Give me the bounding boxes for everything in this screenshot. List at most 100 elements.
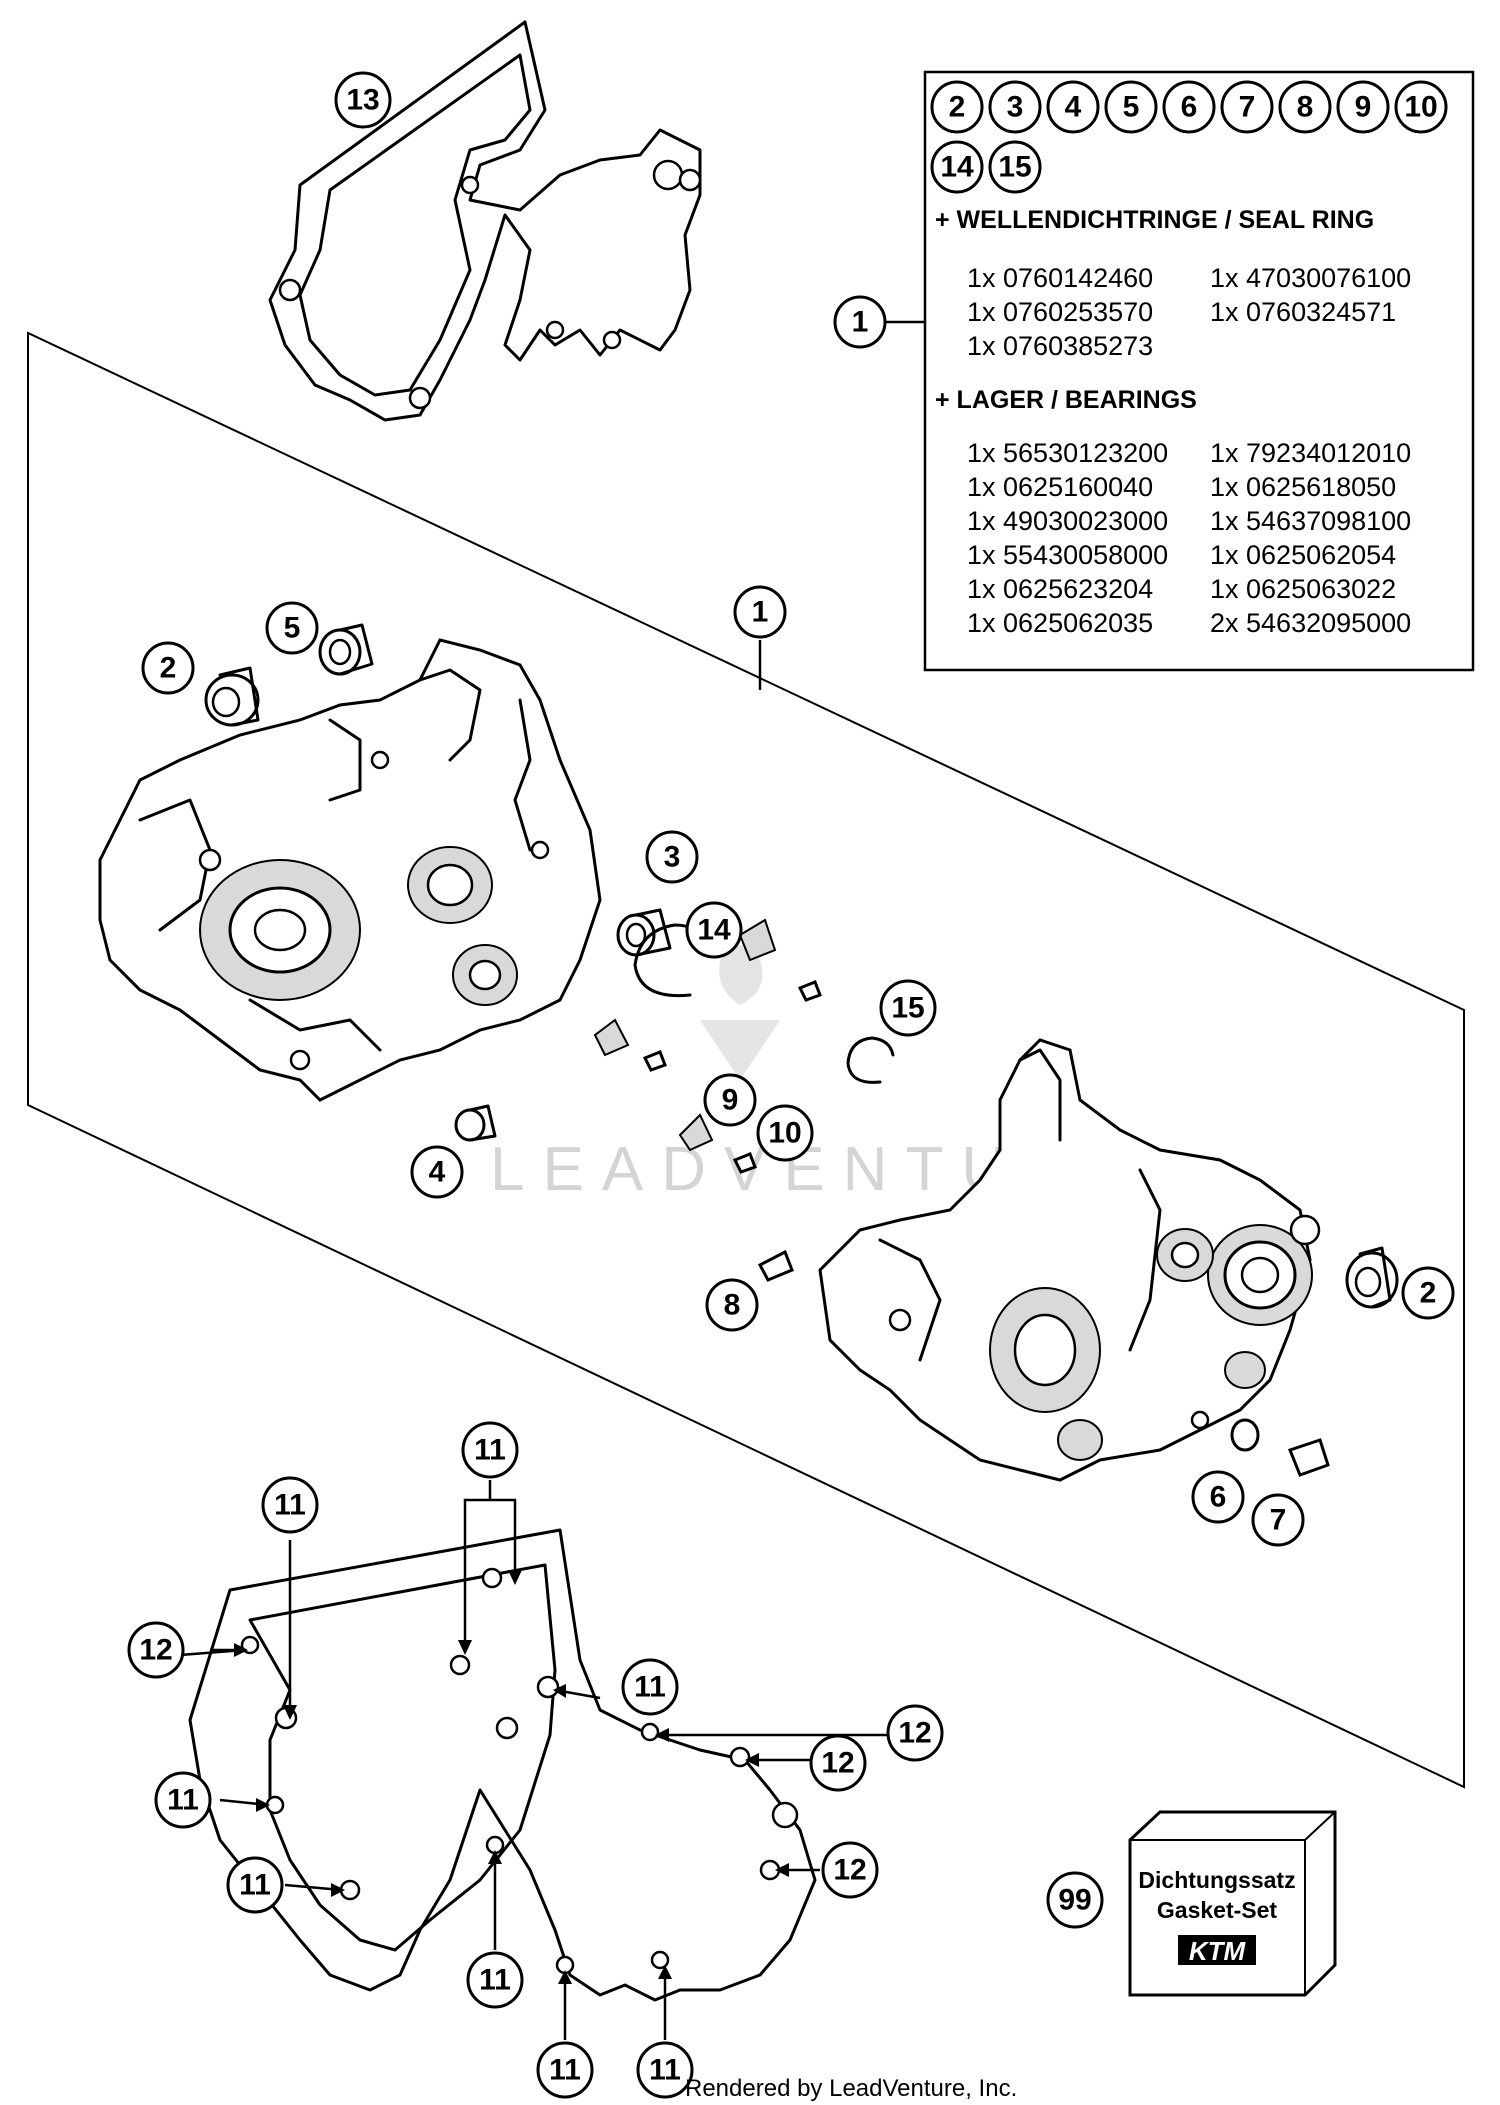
gasket-kit-line1: Dichtungssatz <box>1138 1867 1295 1893</box>
svg-text:1: 1 <box>852 306 869 339</box>
leader-lines <box>179 320 925 2040</box>
legend-item-14: 14 <box>930 140 984 194</box>
gasket-callout-11-left-mid: 11 <box>154 1771 212 1829</box>
seal-ring-header: + WELLENDICHTRINGE / SEAL RING <box>935 206 1374 234</box>
svg-text:14: 14 <box>697 914 731 947</box>
legend-item-6: 6 <box>1162 80 1216 134</box>
gasket-kit-box: Dichtungssatz Gasket-Set KTM <box>1128 1810 1337 1997</box>
legend-item-bubbles: 2 3 4 5 6 7 8 9 10 14 15 <box>930 80 1448 194</box>
callout-99: 99 <box>1046 1871 1104 1929</box>
svg-text:11: 11 <box>239 1869 271 1902</box>
legend-item-8: 8 <box>1278 80 1332 134</box>
svg-text:11: 11 <box>474 1434 506 1467</box>
seal-ring-part-number: 1x 0760253570 <box>967 297 1153 327</box>
svg-text:11: 11 <box>549 2054 581 2087</box>
screw-a <box>797 980 822 1002</box>
svg-text:9: 9 <box>722 1084 739 1117</box>
svg-text:2: 2 <box>949 91 966 124</box>
screw-10 <box>732 1152 757 1174</box>
bearing-part-number: 2x 54632095000 <box>1210 608 1411 638</box>
gasket-callout-12-right-low: 12 <box>821 1841 879 1899</box>
callout-8: 8 <box>705 1278 759 1332</box>
bearing-part-number: 1x 79234012010 <box>1210 438 1411 468</box>
svg-text:2: 2 <box>1420 1277 1437 1310</box>
seal-ring-part-number: 1x 0760385273 <box>967 331 1153 361</box>
legend-item-9: 9 <box>1336 80 1390 134</box>
gasket-callout-11-left-top: 11 <box>261 1476 319 1534</box>
svg-text:11: 11 <box>649 2054 681 2087</box>
bearing-part-number: 1x 55430058000 <box>967 540 1168 570</box>
svg-text:15: 15 <box>998 151 1031 184</box>
bearing-part-number: 1x 56530123200 <box>967 438 1168 468</box>
washer-6 <box>1230 1418 1260 1452</box>
svg-text:13: 13 <box>346 84 379 117</box>
gasket-callout-12-left-top: 12 <box>127 1621 185 1679</box>
legend-item-15: 15 <box>988 140 1042 194</box>
svg-text:7: 7 <box>1239 91 1256 124</box>
gasket-callout-11-center-low: 11 <box>466 1951 524 2009</box>
svg-text:5: 5 <box>1123 91 1140 124</box>
lock-plate-left <box>593 1018 630 1057</box>
svg-text:10: 10 <box>1404 91 1437 124</box>
svg-text:1: 1 <box>752 596 769 629</box>
gasket-callout-11-bottom-left: 11 <box>536 2041 594 2099</box>
svg-text:11: 11 <box>167 1784 199 1817</box>
legend-item-5: 5 <box>1104 80 1158 134</box>
svg-text:11: 11 <box>274 1489 306 1522</box>
legend-item-7: 7 <box>1220 80 1274 134</box>
svg-text:6: 6 <box>1181 91 1198 124</box>
svg-text:10: 10 <box>768 1117 801 1150</box>
callout-1-legend: 1 <box>833 295 887 349</box>
svg-text:14: 14 <box>940 151 974 184</box>
lock-plate-top <box>738 918 777 962</box>
svg-text:11: 11 <box>479 1964 511 1997</box>
callout-10: 10 <box>756 1104 814 1162</box>
bearing-part-number: 1x 49030023000 <box>967 506 1168 536</box>
callout-3: 3 <box>645 830 699 884</box>
callout-1-main: 1 <box>733 585 787 639</box>
svg-text:3: 3 <box>1007 91 1024 124</box>
bearing-part-number: 1x 0625623204 <box>967 574 1153 604</box>
callout-5: 5 <box>265 601 319 655</box>
gasket-callout-11-bottom-right: 11 <box>636 2041 694 2099</box>
lock-plate-9 <box>678 1113 714 1152</box>
svg-text:6: 6 <box>1210 1481 1227 1514</box>
callout-14: 14 <box>685 901 743 959</box>
svg-text:12: 12 <box>898 1717 931 1750</box>
svg-text:12: 12 <box>821 1747 854 1780</box>
svg-text:9: 9 <box>1355 91 1372 124</box>
crankcase-left-half <box>98 638 602 1102</box>
seal-ring-part-number: 1x 0760142460 <box>967 263 1153 293</box>
gasket-callout-11-right-top: 11 <box>621 1658 679 1716</box>
seal-ring-part-number: 1x 47030076100 <box>1210 263 1411 293</box>
svg-text:4: 4 <box>1065 91 1082 124</box>
crankcase-right-half <box>818 1038 1321 1482</box>
footer-credit: Rendered by LeadVenture, Inc. <box>685 2075 1017 2102</box>
svg-text:7: 7 <box>1270 1504 1287 1537</box>
svg-text:12: 12 <box>833 1854 866 1887</box>
svg-text:4: 4 <box>429 1156 446 1189</box>
callout-4: 4 <box>410 1145 464 1199</box>
callout-15: 15 <box>879 979 937 1037</box>
svg-text:2: 2 <box>160 652 177 685</box>
seal-ring-right <box>1345 1246 1399 1309</box>
gasket-callout-11-left-low: 11 <box>226 1856 284 1914</box>
svg-text:11: 11 <box>634 1671 666 1704</box>
svg-text:12: 12 <box>139 1634 172 1667</box>
legend-item-10: 10 <box>1394 80 1448 134</box>
svg-text:15: 15 <box>891 992 924 1025</box>
watermark-logo-icon <box>700 945 780 1080</box>
crankcase-gasket-top <box>268 20 702 422</box>
svg-text:8: 8 <box>1297 91 1314 124</box>
crankcase-gasket-bottom <box>188 1528 817 2002</box>
screw-b <box>642 1050 667 1072</box>
svg-text:8: 8 <box>724 1289 741 1322</box>
callout-2-left: 2 <box>141 641 195 695</box>
screw-8 <box>757 1249 794 1282</box>
leader-arrowheads <box>234 1570 789 1984</box>
callout-6: 6 <box>1191 1470 1245 1524</box>
svg-text:5: 5 <box>284 612 301 645</box>
bearings-header: + LAGER / BEARINGS <box>935 386 1197 414</box>
